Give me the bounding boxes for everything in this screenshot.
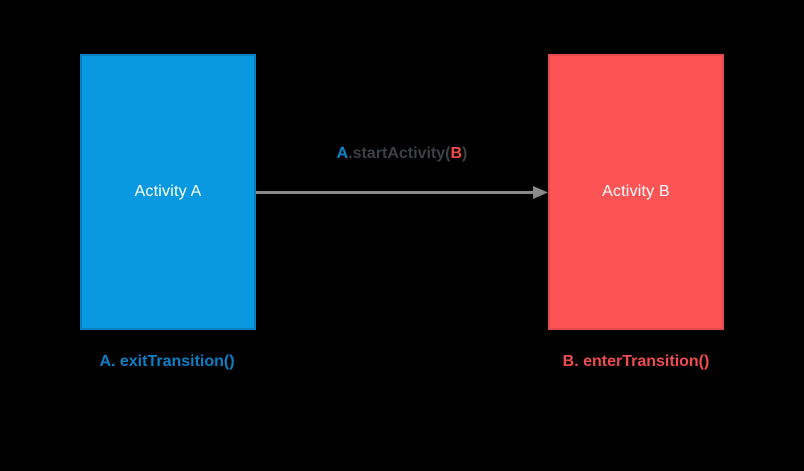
- start-activity-label-method: .startActivity(: [348, 145, 451, 162]
- activity-a-box: Activity A: [80, 54, 256, 330]
- start-activity-label-close-paren: ): [462, 145, 468, 162]
- enter-transition-caption: B. enterTransition(): [562, 353, 710, 370]
- start-activity-label-argument: B: [450, 145, 463, 162]
- start-activity-label: A.startActivity(B): [337, 144, 468, 164]
- arrow-right-icon: [256, 186, 548, 199]
- activity-a-label: Activity A: [134, 183, 202, 200]
- exit-transition-caption: A. exitTransition(): [99, 353, 235, 370]
- activity-b-label: Activity B: [602, 183, 670, 200]
- start-activity-label-caller: A: [336, 145, 349, 162]
- activity-b-box: Activity B: [548, 54, 724, 330]
